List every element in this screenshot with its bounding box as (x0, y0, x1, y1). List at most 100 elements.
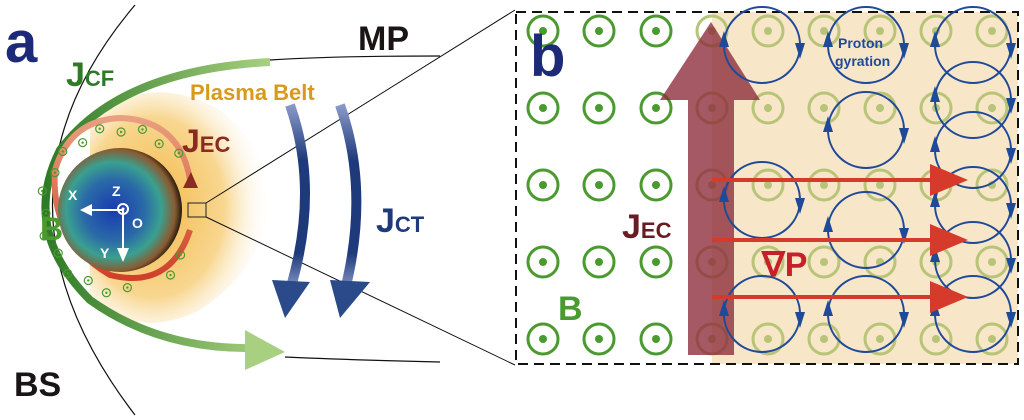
gyration-arrow-up (930, 31, 940, 47)
b-field-dot (582, 91, 616, 125)
jct-current-arc-2 (335, 103, 362, 292)
b-field-dot (863, 168, 897, 202)
b-field-dot-small (174, 148, 184, 158)
proton-gyration-circle (719, 6, 805, 84)
jec-current-arrowhead (660, 22, 760, 100)
proton-gyration-circle (719, 275, 805, 353)
b-field-dot (863, 14, 897, 48)
gyration-arrow-up (719, 186, 729, 202)
b-field-dot (526, 91, 560, 125)
proton-gyration-label-line1: Proton (838, 35, 883, 51)
bow-shock-curve (52, 4, 136, 416)
proton-gyration-circle (823, 191, 909, 269)
jec-ring-arrowhead (183, 172, 198, 188)
proton-gyration-circle (930, 61, 1016, 139)
b-field-dot (807, 322, 841, 356)
magnetopause-lower-curve (284, 356, 441, 363)
b-field-dot (751, 14, 785, 48)
b-field-dot (807, 245, 841, 279)
z-axis-dot (121, 207, 125, 211)
mp-label: MP (358, 20, 409, 58)
grad-p-arrow (712, 224, 968, 256)
b-field-dot (975, 245, 1009, 279)
b-field-dot (582, 168, 616, 202)
b-field-dot (639, 14, 673, 48)
gyration-arrow-down (1006, 98, 1016, 114)
plasma-belt-label: Plasma Belt (190, 80, 315, 105)
proton-gyration-circle (930, 6, 1016, 84)
b-field-dot-small (116, 127, 126, 137)
b-field-dot-small (39, 231, 49, 241)
gyration-arrow-up (930, 86, 940, 102)
b-field-dot-small (41, 208, 51, 218)
gyration-arrow-down (899, 128, 909, 144)
gyration-arrow-down (1006, 203, 1016, 219)
jct-arrowhead-2 (330, 280, 370, 318)
zoom-connector-top (205, 9, 516, 204)
b-field-label-a: B (40, 211, 63, 247)
jec-label-b: JEC (622, 208, 672, 246)
b-field-dot-small (53, 248, 63, 258)
jcf-label: JCF (66, 56, 114, 94)
proton-gyration-circle (930, 111, 1016, 189)
gyration-arrow-up (930, 246, 940, 262)
b-field-dot (582, 14, 616, 48)
b-field-dot (526, 14, 560, 48)
gyration-arrow-up (823, 31, 833, 47)
proton-gyration-circle (930, 221, 1016, 299)
gyration-arrow-up (930, 191, 940, 207)
panel-b-frame (515, 11, 1019, 365)
b-field-dot-small (95, 124, 105, 134)
b-field-dots-group (37, 124, 186, 298)
b-field-dot-small (58, 146, 68, 157)
jec-current-arrow-shaft (688, 100, 734, 355)
z-axis-label: Z (112, 183, 121, 199)
gyration-arrow-down (899, 312, 909, 328)
b-field-label-b: B (558, 290, 583, 328)
gyration-arrow-down (1006, 312, 1016, 328)
gyration-arrow-down (795, 198, 805, 214)
gyration-arrow-down (1006, 43, 1016, 59)
proton-gyration-circle (823, 6, 909, 84)
jct-label: JCT (376, 202, 425, 240)
b-field-dot (526, 168, 560, 202)
b-field-dot-small (78, 138, 88, 148)
b-field-dot-small (175, 250, 186, 260)
b-field-dot (639, 322, 673, 356)
jct-current-arc-1 (285, 103, 310, 292)
b-field-dot (639, 245, 673, 279)
b-field-dot (975, 14, 1009, 48)
jct-arrowhead-1 (272, 280, 310, 318)
b-field-dot (807, 168, 841, 202)
gyration-arrow-up (930, 136, 940, 152)
grad-p-arrow (712, 164, 968, 196)
b-field-dot (751, 168, 785, 202)
gyration-arrow-down (899, 228, 909, 244)
pressure-gradient-arrows (712, 164, 968, 313)
jcf-arrowhead (245, 330, 285, 370)
b-field-dot-small (137, 124, 148, 135)
proton-gyration-circle (930, 166, 1016, 244)
b-field-dot (639, 91, 673, 125)
gyration-arrow-up (823, 116, 833, 132)
b-field-dot (975, 91, 1009, 125)
b-field-dot (751, 91, 785, 125)
panel-a-label: a (5, 10, 38, 75)
gyration-arrow-down (899, 43, 909, 59)
b-field-dot (975, 322, 1009, 356)
gyration-arrow-up (823, 216, 833, 232)
b-field-dot-small (50, 168, 60, 178)
b-field-dot (807, 91, 841, 125)
zoom-region-box (187, 202, 207, 218)
gyration-arrow-up (823, 300, 833, 316)
b-field-dot-small (154, 139, 164, 149)
x-axis-label: X (68, 187, 78, 203)
b-field-dot-small (101, 288, 111, 298)
b-field-dot-small (37, 186, 47, 196)
b-field-dot-small (165, 270, 176, 280)
grad-p-arrow (712, 281, 968, 313)
b-field-dot (751, 322, 785, 356)
grad-p-label: ∇P (761, 246, 807, 284)
gyration-arrow-down (795, 312, 805, 328)
